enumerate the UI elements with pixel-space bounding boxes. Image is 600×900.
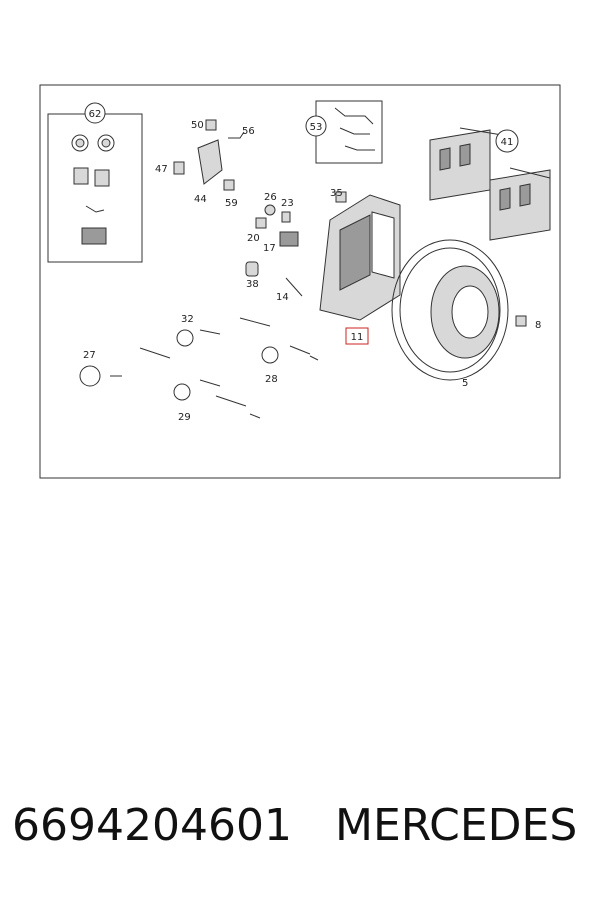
label-11: 11 <box>351 332 364 343</box>
label-27: 27 <box>83 350 96 361</box>
group-62-box: 62 <box>47 102 143 263</box>
label-53: 53 <box>310 122 323 133</box>
label-50: 50 <box>191 120 204 131</box>
group-53-box: 53 <box>305 100 383 164</box>
label-5: 5 <box>462 378 468 389</box>
label-47: 47 <box>155 164 168 175</box>
label-26: 26 <box>264 192 277 203</box>
label-56: 56 <box>242 126 255 137</box>
brake-exploded-diagram: 62 53 41 50 56 47 44 59 26 <box>39 84 561 479</box>
label-59: 59 <box>225 198 238 209</box>
hardware-upper: 50 56 47 44 59 26 23 35 20 17 38 14 <box>155 119 347 303</box>
guide-pin-sets: 32 27 28 29 <box>79 314 319 423</box>
caption: 6694204601 MERCEDES <box>0 800 600 860</box>
brake-pads-41: 41 <box>429 127 551 241</box>
label-17: 17 <box>263 243 276 254</box>
part-number: 6694204601 <box>12 800 292 851</box>
label-29: 29 <box>178 412 191 423</box>
label-23: 23 <box>281 198 294 209</box>
label-28: 28 <box>265 374 278 385</box>
label-32: 32 <box>181 314 194 325</box>
brand-name: MERCEDES <box>335 800 578 851</box>
caliper-11: 11 <box>319 194 401 345</box>
label-44: 44 <box>194 194 207 205</box>
label-38: 38 <box>246 279 259 290</box>
brake-disc-5: 5 8 <box>391 239 541 389</box>
label-8: 8 <box>535 320 541 331</box>
label-20: 20 <box>247 233 260 244</box>
label-35: 35 <box>330 188 343 199</box>
label-14: 14 <box>276 292 289 303</box>
label-62: 62 <box>89 109 102 120</box>
label-41: 41 <box>501 137 514 148</box>
